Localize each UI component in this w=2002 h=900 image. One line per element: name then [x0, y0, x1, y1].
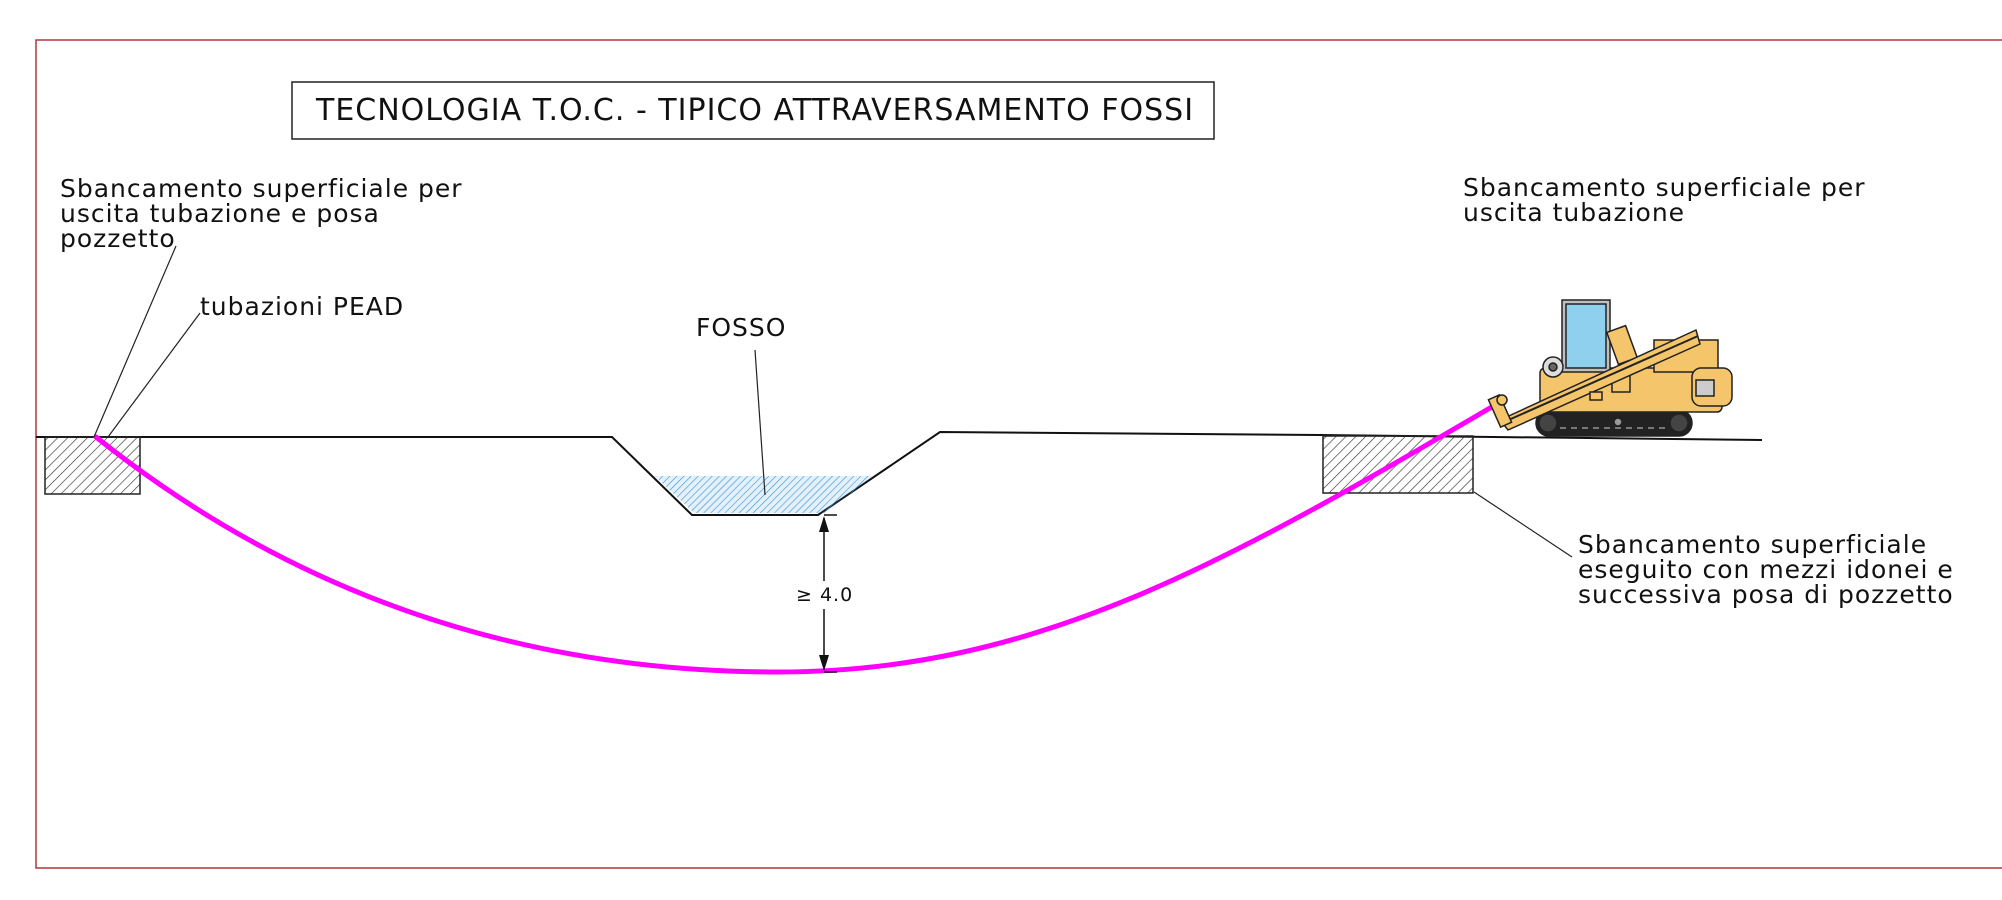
ditch-label: FOSSO [696, 313, 786, 342]
left-excavation-label: Sbancamento superficiale per uscita tuba… [60, 174, 472, 253]
page-title: TECNOLOGIA T.O.C. - TIPICO ATTRAVERSAMEN… [315, 93, 1194, 128]
pead-pipe-path [93, 398, 1505, 675]
leader-pipes [107, 312, 201, 438]
ground-profile [36, 430, 1763, 516]
depth-label: ≥ 4.0 [796, 584, 853, 606]
leader-excavation-note [1473, 491, 1573, 558]
excavation-note-label: Sbancamento superficiale eseguito con me… [1578, 530, 1963, 609]
leader-ditch [754, 349, 766, 496]
leader-left-excavation [93, 245, 177, 438]
drill-rig-icon [1487, 299, 1733, 437]
drawing-frame [35, 39, 2002, 869]
title-box [291, 81, 1215, 140]
right-excavation-pit [1322, 435, 1474, 494]
depth-dimension [790, 514, 860, 673]
right-excavation-label: Sbancamento superficiale per uscita tuba… [1463, 173, 1875, 227]
left-excavation-pit [44, 436, 141, 495]
pipes-label: tubazioni PEAD [200, 292, 404, 321]
